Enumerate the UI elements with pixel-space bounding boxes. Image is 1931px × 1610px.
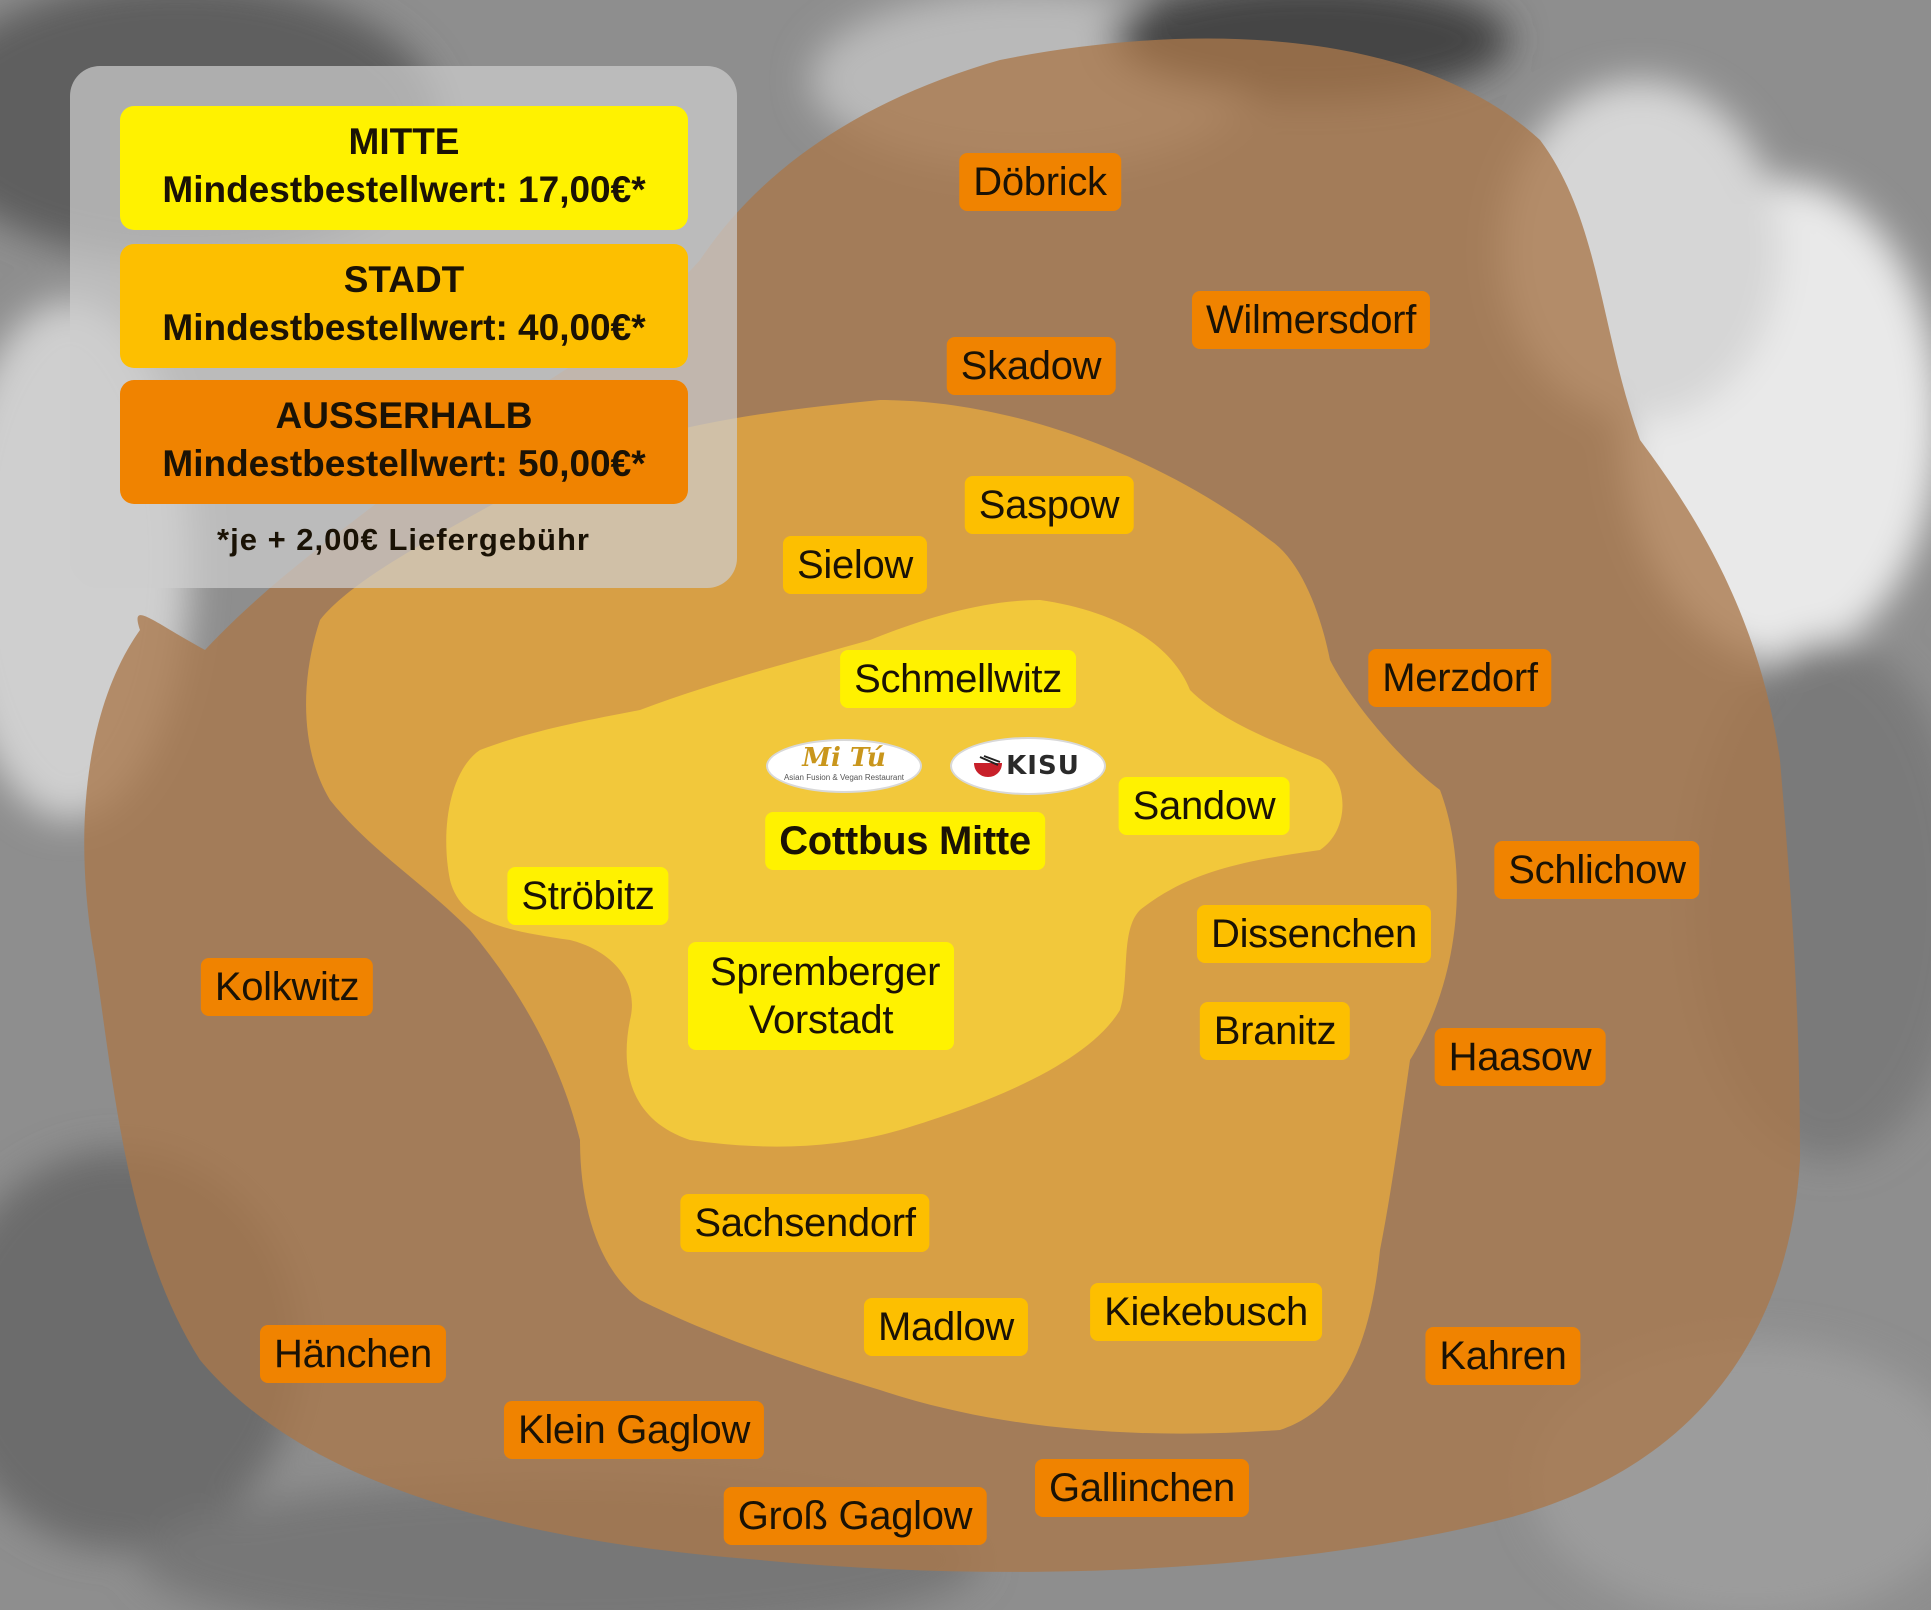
place-label-sielow: Sielow (782, 536, 928, 594)
bowl-icon (974, 755, 1002, 777)
kisu-logo: KISU (950, 737, 1106, 795)
place-label-spremberger-vorstadt: Spremberger Vorstadt (688, 942, 954, 1050)
place-label-kolkwitz: Kolkwitz (200, 958, 374, 1016)
place-label-cottbus-mitte: Cottbus Mitte (765, 812, 1045, 870)
legend-min-order: Mindestbestellwert: 50,00€* (162, 443, 646, 484)
zone-mitte-area (446, 600, 1343, 1147)
legend-zone-mitte: MITTE Mindestbestellwert: 17,00€* (120, 106, 688, 230)
legend-zone-name: AUSSERHALB (275, 395, 533, 436)
place-label-wilmersdorf: Wilmersdorf (1191, 291, 1431, 349)
place-label-dissenchen: Dissenchen (1196, 905, 1432, 963)
place-label-saspow: Saspow (964, 476, 1134, 534)
place-label-kahren: Kahren (1425, 1327, 1581, 1385)
delivery-fee-note: *je + 2,00€ Liefergebühr (217, 522, 590, 557)
legend-zone-name: MITTE (348, 121, 460, 162)
place-label-merzdorf: Merzdorf (1368, 649, 1552, 707)
place-label-haasow: Haasow (1434, 1028, 1606, 1086)
place-label-branitz: Branitz (1199, 1002, 1351, 1060)
place-label-gross-gaglow: Groß Gaglow (723, 1487, 987, 1545)
mitu-logo: Mi Tú Asian Fusion & Vegan Restaurant (766, 739, 922, 793)
place-label-kiekebusch: Kiekebusch (1090, 1283, 1322, 1341)
legend-zone-ausserhalb: AUSSERHALB Mindestbestellwert: 50,00€* (120, 380, 688, 504)
place-label-doebrick: Döbrick (959, 153, 1121, 211)
legend-min-order: Mindestbestellwert: 40,00€* (162, 307, 646, 348)
place-label-sandow: Sandow (1118, 777, 1290, 835)
place-label-skadow: Skadow (946, 337, 1116, 395)
kisu-logo-name: KISU (1006, 751, 1080, 781)
legend-zone-stadt: STADT Mindestbestellwert: 40,00€* (120, 244, 688, 368)
mitu-logo-subtitle: Asian Fusion & Vegan Restaurant (783, 773, 905, 782)
mitu-logo-name: Mi Tú (802, 743, 886, 773)
legend-panel: MITTE Mindestbestellwert: 17,00€* STADT … (70, 66, 737, 588)
place-label-gallinchen: Gallinchen (1034, 1459, 1250, 1517)
place-label-klein-gaglow: Klein Gaglow (503, 1401, 765, 1459)
place-label-schlichow: Schlichow (1494, 841, 1700, 899)
place-label-stroebitz: Ströbitz (507, 867, 669, 925)
legend-zone-name: STADT (343, 259, 465, 300)
place-label-haenchen: Hänchen (259, 1325, 447, 1383)
place-label-schmellwitz: Schmellwitz (840, 650, 1076, 708)
place-label-madlow: Madlow (863, 1298, 1029, 1356)
place-label-sachsendorf: Sachsendorf (680, 1194, 930, 1252)
legend-min-order: Mindestbestellwert: 17,00€* (162, 169, 646, 210)
